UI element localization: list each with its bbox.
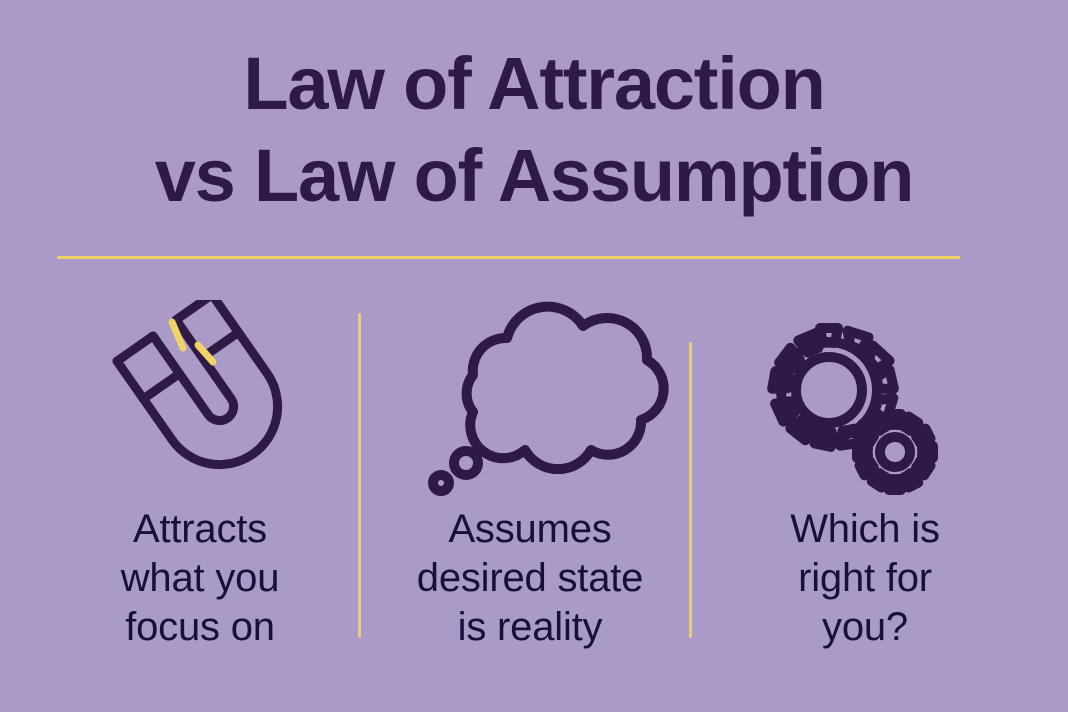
gears-icon <box>767 323 938 495</box>
column-which-is-right: Which is right for you? <box>700 300 1030 670</box>
caption-which-is-right: Which is right for you? <box>700 505 1030 652</box>
thought-bubble-icon-wrap <box>365 300 695 500</box>
caption-line-3: you? <box>822 605 908 649</box>
magnet-icon <box>112 300 283 470</box>
title-underline-divider <box>57 256 960 259</box>
caption-line-2: desired state <box>416 556 644 600</box>
caption-line-3: focus on <box>125 605 275 649</box>
large-gear-icon <box>767 323 899 452</box>
gears-icon-wrap <box>700 300 1030 500</box>
caption-line-1: Attracts <box>133 507 267 551</box>
title-line-2: vs Law of Assumption <box>154 134 915 217</box>
caption-assumption: Assumes desired state is reality <box>365 505 695 652</box>
spark-lines-icon <box>168 318 217 366</box>
caption-line-2: what you <box>120 556 280 600</box>
thought-bubble-icon <box>428 301 669 496</box>
title-line-1: Law of Attraction <box>243 42 825 125</box>
caption-attraction: Attracts what you focus on <box>35 505 365 652</box>
column-law-of-attraction: Attracts what you focus on <box>35 300 365 670</box>
page-title: Law of Attraction vs Law of Assumption <box>0 38 1068 222</box>
magnet-icon-wrap <box>35 300 365 500</box>
column-divider-left <box>358 313 361 638</box>
small-gear-icon <box>852 409 938 495</box>
column-divider-right <box>689 342 692 638</box>
caption-line-1: Assumes <box>448 507 612 551</box>
caption-line-1: Which is <box>790 507 940 551</box>
caption-line-3: is reality <box>457 605 603 649</box>
caption-line-2: right for <box>798 556 932 600</box>
column-law-of-assumption: Assumes desired state is reality <box>365 300 695 670</box>
